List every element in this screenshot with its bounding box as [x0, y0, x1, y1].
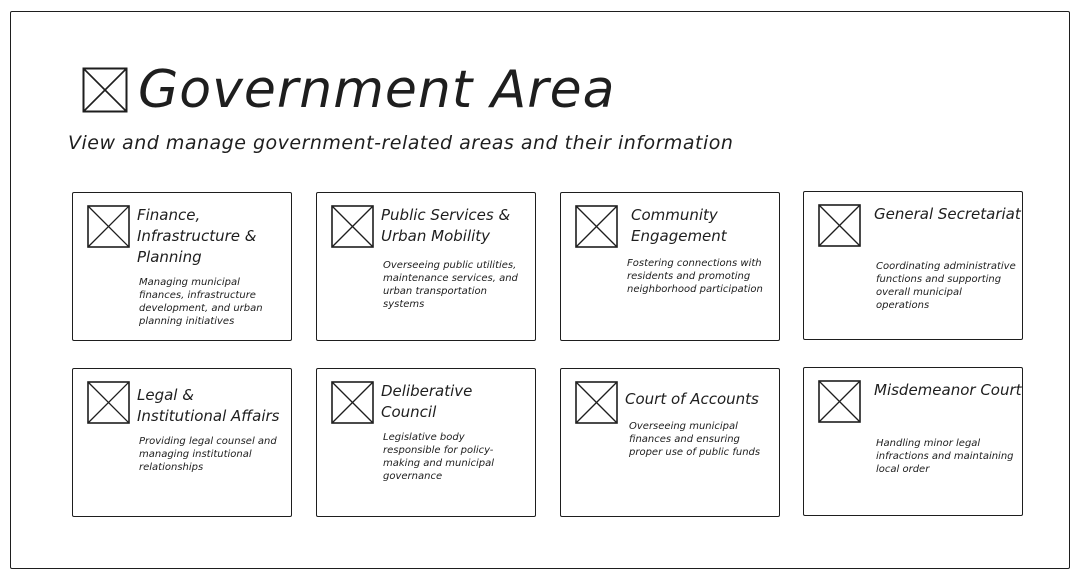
card-title: Public Services & Urban Mobility [381, 206, 511, 245]
header: Government Area [82, 62, 616, 118]
card-description: Coordinating administrative functions an… [876, 261, 1016, 311]
card-title: Community Engagement [631, 206, 727, 245]
placeholder-image-icon [87, 205, 130, 248]
placeholder-image-icon [331, 381, 374, 424]
placeholder-image-icon [331, 205, 374, 248]
page-frame [10, 11, 1070, 569]
area-card-misdemeanor[interactable]: Misdemeanor Court Handling minor legal i… [803, 367, 1023, 516]
card-title: Court of Accounts [625, 390, 759, 408]
area-card-secretariat[interactable]: General Secretariat Coordinating adminis… [803, 191, 1023, 340]
card-title: Finance, Infrastructure & Planning [137, 206, 257, 266]
placeholder-image-icon [82, 67, 128, 113]
card-title: Legal & Institutional Affairs [137, 386, 280, 425]
area-card-legal[interactable]: Legal & Institutional Affairs Providing … [72, 368, 292, 517]
area-card-court-accounts[interactable]: Court of Accounts Overseeing municipal f… [560, 368, 780, 517]
card-description: Fostering connections with residents and… [627, 258, 763, 295]
card-title: Misdemeanor Court [874, 381, 1022, 399]
card-description: Overseeing public utilities, maintenance… [383, 260, 518, 310]
placeholder-image-icon [575, 205, 618, 248]
page-subtitle: View and manage government-related areas… [68, 132, 734, 154]
card-description: Legislative body responsible for policy-… [383, 432, 495, 482]
page-title: Government Area [138, 60, 616, 120]
area-card-finance[interactable]: Finance, Infrastructure & Planning Manag… [72, 192, 292, 341]
card-description: Providing legal counsel and managing ins… [139, 436, 277, 473]
area-card-community[interactable]: Community Engagement Fostering connectio… [560, 192, 780, 341]
area-card-public-services[interactable]: Public Services & Urban Mobility Oversee… [316, 192, 536, 341]
card-title: General Secretariat [874, 205, 1021, 223]
placeholder-image-icon [575, 381, 618, 424]
card-description: Managing municipal finances, infrastruct… [139, 277, 263, 327]
card-title: Deliberative Council [381, 382, 473, 421]
card-description: Handling minor legal infractions and mai… [876, 438, 1014, 475]
placeholder-image-icon [818, 380, 861, 423]
area-card-council[interactable]: Deliberative Council Legislative body re… [316, 368, 536, 517]
placeholder-image-icon [818, 204, 861, 247]
placeholder-image-icon [87, 381, 130, 424]
card-description: Overseeing municipal finances and ensuri… [629, 421, 761, 458]
